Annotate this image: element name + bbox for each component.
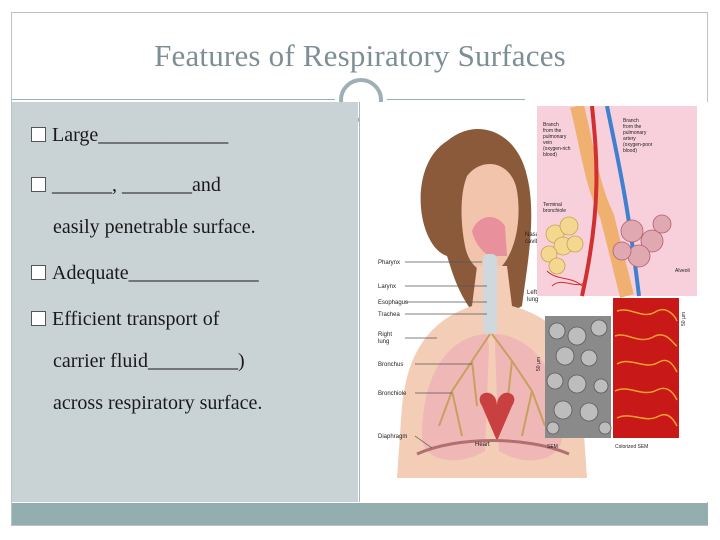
label-scale-a: 50 µm — [536, 357, 542, 371]
checkbox-bullet-icon — [31, 177, 46, 192]
bronchial-tree — [438, 333, 546, 437]
left-leader-lines — [405, 261, 487, 449]
bullet-item: Efficient transport of — [31, 308, 219, 331]
label-artery-2: from the — [623, 124, 642, 130]
label-bronchiole: Bronchiole — [378, 391, 407, 397]
label-larynx: Larynx — [378, 284, 396, 290]
checkbox-bullet-icon — [31, 265, 46, 280]
label-vein-3: pulmonary — [543, 134, 567, 140]
label-trachea: Trachea — [378, 312, 400, 318]
micrograph-labels: SEM Colorized SEM 50 µm 50 µm — [536, 312, 687, 450]
bullet-text: Adequate_____________ — [52, 262, 259, 284]
label-artery-1: Branch — [623, 118, 639, 124]
label-diaphragm: Diaphragm — [378, 434, 407, 440]
label-nasal-cavity-2: cavity — [525, 239, 540, 245]
pulmonary-vein-branch — [580, 106, 599, 297]
label-left-lung-1: Left — [527, 290, 537, 296]
bullet-continuation: carrier fluid_________) — [53, 350, 245, 372]
colorized-sem-texture — [614, 309, 678, 427]
checkbox-bullet-icon — [31, 127, 46, 142]
bronchiole-tube — [570, 106, 634, 298]
sem-texture — [546, 319, 612, 435]
bullet-item: Large_____________ — [31, 124, 228, 147]
title-divider-left — [12, 99, 340, 100]
left-labels: Pharynx Larynx Esophagus Trachea Right l… — [378, 260, 490, 448]
label-bronchus: Bronchus — [378, 362, 403, 368]
mid-labels: Nasal cavity Left lung — [525, 232, 540, 303]
bullet-text: Efficient transport of — [52, 308, 220, 330]
label-artery-6: blood) — [623, 148, 637, 154]
respiratory-anatomy-figure: Pharynx Larynx Esophagus Trachea Right l… — [377, 106, 697, 478]
label-pharynx: Pharynx — [378, 260, 400, 266]
label-artery-4: artery — [623, 136, 636, 142]
trachea-shape — [483, 254, 497, 334]
bullet-text: Large_____________ — [52, 124, 229, 146]
label-artery-5: (oxygen-poor — [623, 142, 653, 148]
label-vein-5: (oxygen-rich — [543, 146, 571, 152]
label-esophagus: Esophagus — [378, 300, 408, 306]
diaphragm-shape — [416, 439, 570, 456]
bullet-item: ______, _______and — [31, 174, 221, 197]
label-nasal-cavity-1: Nasal — [525, 232, 540, 238]
label-right-lung-2: lung — [378, 339, 389, 345]
label-terminal-bronchiole-2: bronchiole — [543, 208, 566, 214]
bullet-continuation: easily penetrable surface. — [53, 216, 256, 238]
label-vein-4: vein — [543, 140, 552, 146]
alveoli-cluster-right — [612, 214, 672, 268]
label-right-lung-1: Right — [378, 332, 392, 338]
label-alveoli: Alveoli — [675, 268, 690, 274]
bullet-continuation: across respiratory surface. — [53, 392, 263, 414]
bullet-text: ______, _______and — [52, 174, 221, 196]
nasal-cavity-shape — [472, 216, 507, 256]
label-vein-6: blood) — [543, 152, 557, 158]
label-left-lung-2: lung — [527, 297, 538, 303]
capillary-net — [546, 270, 588, 287]
alveoli-cluster-left — [540, 216, 584, 275]
label-colorized-sem: Colorized SEM — [615, 444, 648, 450]
content-panel — [12, 102, 358, 502]
inset-labels: Branch from the pulmonary vein (oxygen-r… — [543, 118, 690, 274]
colorized-sem-micrograph — [613, 298, 679, 438]
label-vein-2: from the — [543, 128, 562, 134]
title-divider-right — [383, 99, 525, 100]
label-sem: SEM — [547, 444, 558, 450]
label-vein-1: Branch — [543, 122, 559, 128]
heart-shape — [479, 392, 515, 441]
label-artery-3: pulmonary — [623, 130, 647, 136]
slide-title: Features of Respiratory Surfaces — [154, 38, 566, 73]
bullet-item: Adequate_____________ — [31, 262, 259, 285]
label-scale-b: 50 µm — [681, 312, 687, 326]
label-heart: Heart — [475, 442, 490, 448]
checkbox-bullet-icon — [31, 311, 46, 326]
label-terminal-bronchiole-1: Terminal — [543, 202, 562, 208]
footer-bar — [12, 503, 708, 525]
